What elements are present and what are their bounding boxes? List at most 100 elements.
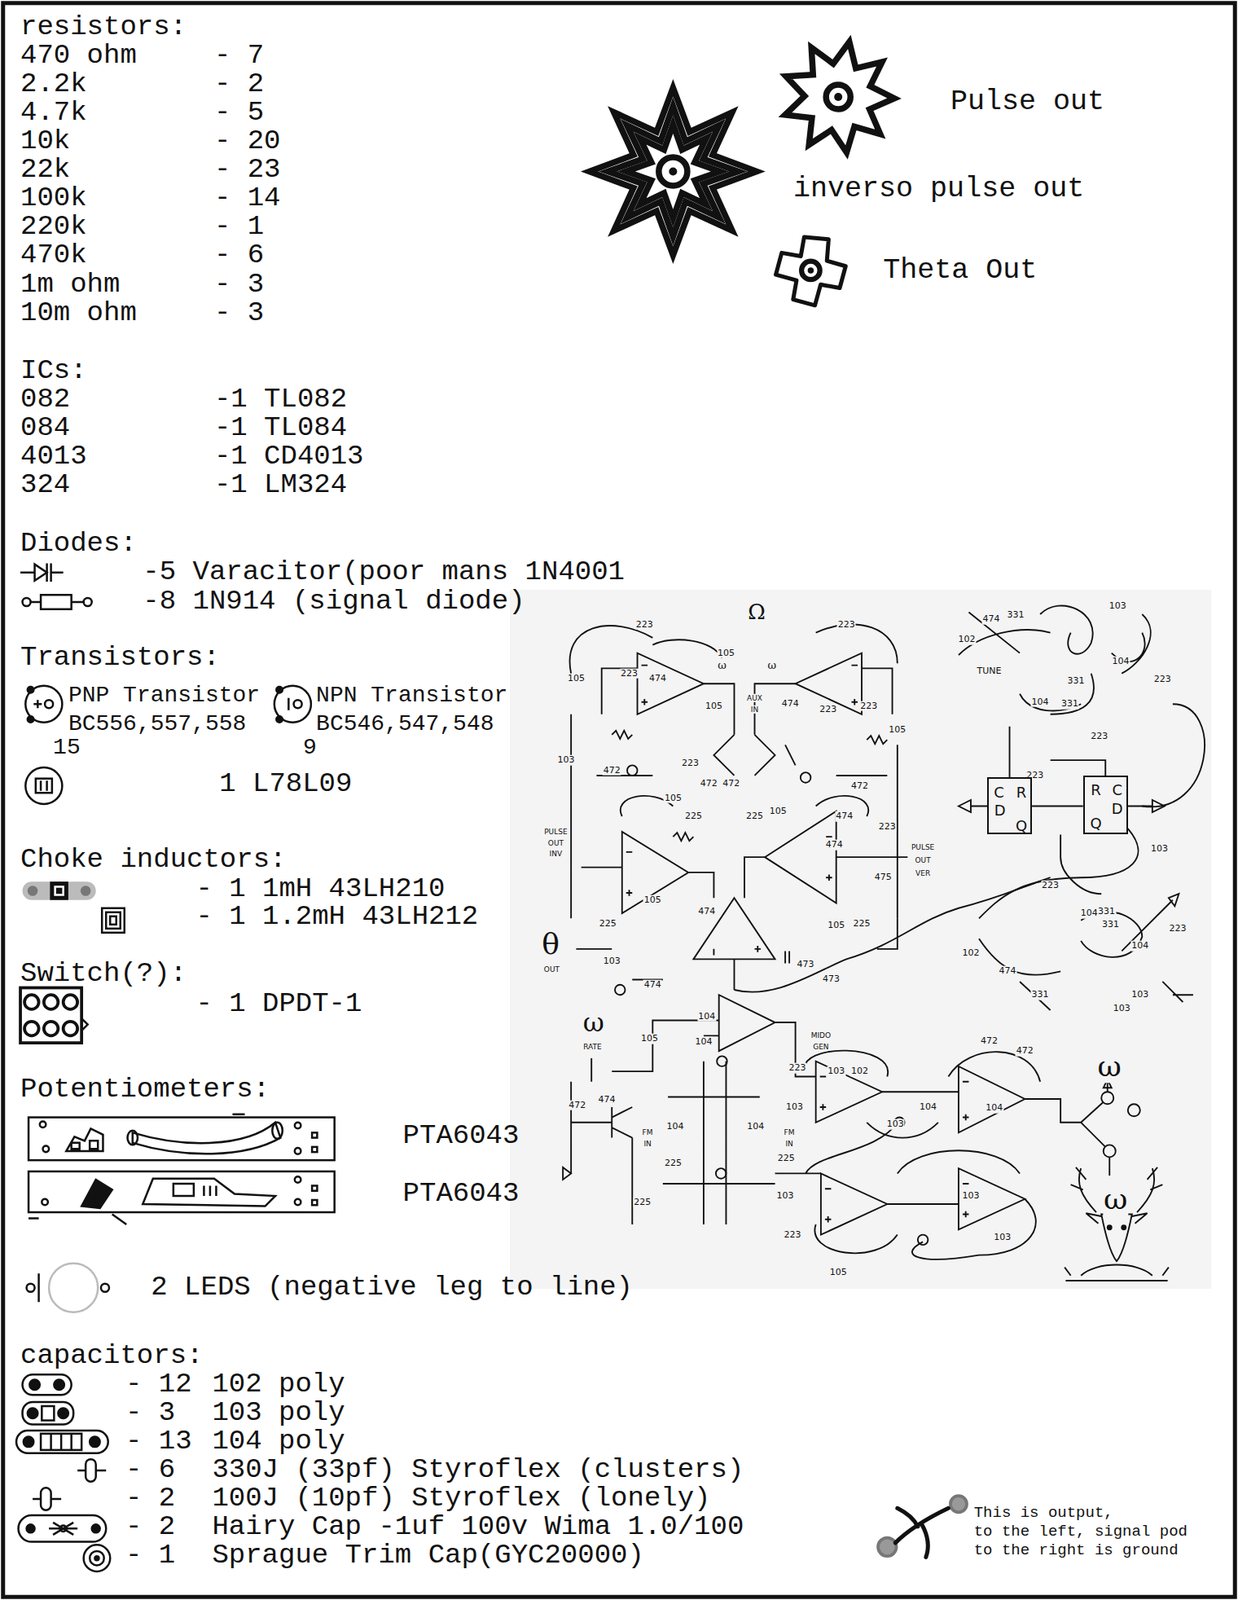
component-value: 223 — [680, 758, 700, 769]
schematic-wire — [693, 897, 775, 959]
component-value: FM — [783, 1128, 796, 1137]
part-icon — [109, 916, 117, 925]
component-value: MIDO — [810, 1031, 832, 1040]
parts-list-text: PTA6043 — [403, 1177, 520, 1210]
component-value: 102 — [957, 634, 977, 646]
deer-drawing — [1085, 1212, 1147, 1261]
part-icon — [53, 1378, 65, 1390]
parts-list-text: 330J (33pf) Styroflex (clusters) — [211, 1453, 744, 1486]
component-value: 104 — [918, 1101, 938, 1113]
component-value: 223 — [859, 700, 879, 712]
output-icon — [950, 1495, 967, 1512]
part-icon — [100, 1283, 110, 1292]
flip-flop-pin: D — [994, 803, 1006, 818]
parts-list-text: 9 — [302, 734, 317, 761]
component-value: 104 — [665, 1120, 685, 1132]
component-value: 105 — [887, 724, 907, 735]
component-value: VER — [914, 869, 931, 878]
parts-list-text: Diodes: — [20, 527, 137, 560]
schematic-ground — [509, 589, 1212, 1289]
part-icon — [276, 686, 283, 694]
part-icon — [48, 1263, 98, 1313]
parts-list-text: BC556,557,558 — [68, 711, 246, 738]
flip-flop-pin: R — [1016, 785, 1028, 800]
schematic-wire — [1168, 893, 1180, 906]
component-value: RATE — [582, 1042, 603, 1051]
parts-list-text: - 1 1mH 43LH210 — [195, 873, 445, 906]
part-icon — [22, 1374, 72, 1395]
part-icon — [41, 1198, 49, 1206]
part-icon — [18, 1514, 107, 1542]
schematic-wire — [591, 1020, 1110, 1176]
schematic-wire — [570, 714, 908, 919]
component-value: 225 — [852, 917, 872, 929]
component-value: 223 — [635, 619, 655, 630]
component-value: 223 — [878, 820, 897, 832]
parts-list-text: - 14 — [214, 183, 281, 216]
part-icon — [20, 562, 64, 582]
component-value: 472 — [850, 780, 870, 791]
flip-flop-pin: Q — [1089, 816, 1102, 831]
output-symbol — [834, 92, 843, 101]
parts-list-text: to the right is ground — [974, 1541, 1179, 1560]
part-icon — [29, 1378, 40, 1390]
parts-list-text: This is output, — [974, 1504, 1114, 1523]
part-icon — [41, 1405, 54, 1421]
component-value: Ω — [746, 600, 767, 625]
output-icon — [878, 1537, 897, 1557]
component-value: 104 — [697, 1010, 716, 1022]
part-icon — [32, 1497, 62, 1501]
part-icon — [30, 601, 84, 604]
part-icon — [28, 1171, 335, 1212]
part-icon — [294, 699, 303, 708]
part-icon — [311, 1185, 317, 1190]
component-value: IN — [642, 1139, 652, 1148]
parts-list-text: 15 — [52, 734, 81, 761]
component-value: 103 — [826, 1066, 846, 1077]
component-value: 105 — [640, 1033, 659, 1045]
part-icon — [57, 1408, 69, 1419]
part-icon — [81, 1179, 113, 1208]
component-value: 223 — [788, 1062, 808, 1074]
part-icon — [127, 1130, 139, 1146]
parts-list-text: - 23 — [214, 154, 281, 187]
parts-list-text: BC546,547,548 — [316, 711, 494, 738]
parts-list-text: to the left, signal pod — [974, 1523, 1188, 1541]
parts-list-text: 104 poly — [211, 1425, 345, 1458]
component-value: 473 — [796, 958, 816, 970]
component-value: ω — [716, 658, 728, 672]
component-value: 472 — [1015, 1045, 1035, 1057]
component-value: 103 — [992, 1232, 1012, 1243]
component-value: 474 — [825, 839, 844, 851]
part-icon — [294, 1147, 302, 1155]
component-value: 104 — [1130, 940, 1150, 952]
output-symbol — [626, 124, 720, 219]
part-icon — [311, 1146, 317, 1152]
schematic-wire — [562, 1167, 571, 1180]
part-icon — [287, 698, 290, 711]
part-icon — [276, 715, 283, 723]
parts-list-text: - 1 DPDT-1 — [195, 987, 362, 1020]
component-value: 103 — [556, 755, 576, 766]
component-value: 331 — [1006, 610, 1026, 621]
part-icon — [65, 1128, 103, 1151]
component-value: ω — [1097, 1049, 1123, 1083]
component-value: 475 — [873, 872, 893, 883]
part-icon — [51, 882, 68, 899]
part-icon — [85, 1458, 97, 1482]
schematic-wire — [637, 653, 704, 715]
component-value: 472 — [602, 764, 622, 776]
component-value: 103 — [776, 1190, 795, 1202]
component-value: 104 — [984, 1102, 1004, 1114]
part-icon — [51, 1433, 72, 1450]
part-icon — [40, 1433, 82, 1450]
component-value: 105 — [826, 920, 846, 931]
output-symbol — [772, 231, 851, 310]
parts-list-text: 4.7k — [20, 96, 88, 129]
component-value: 331 — [1066, 675, 1085, 686]
component-value: PULSE — [543, 827, 568, 836]
schematic-wire — [570, 1061, 1037, 1260]
component-value: INV — [548, 849, 564, 858]
component-value: 225 — [663, 1158, 683, 1169]
parts-list-text: - 3 — [125, 1396, 176, 1429]
